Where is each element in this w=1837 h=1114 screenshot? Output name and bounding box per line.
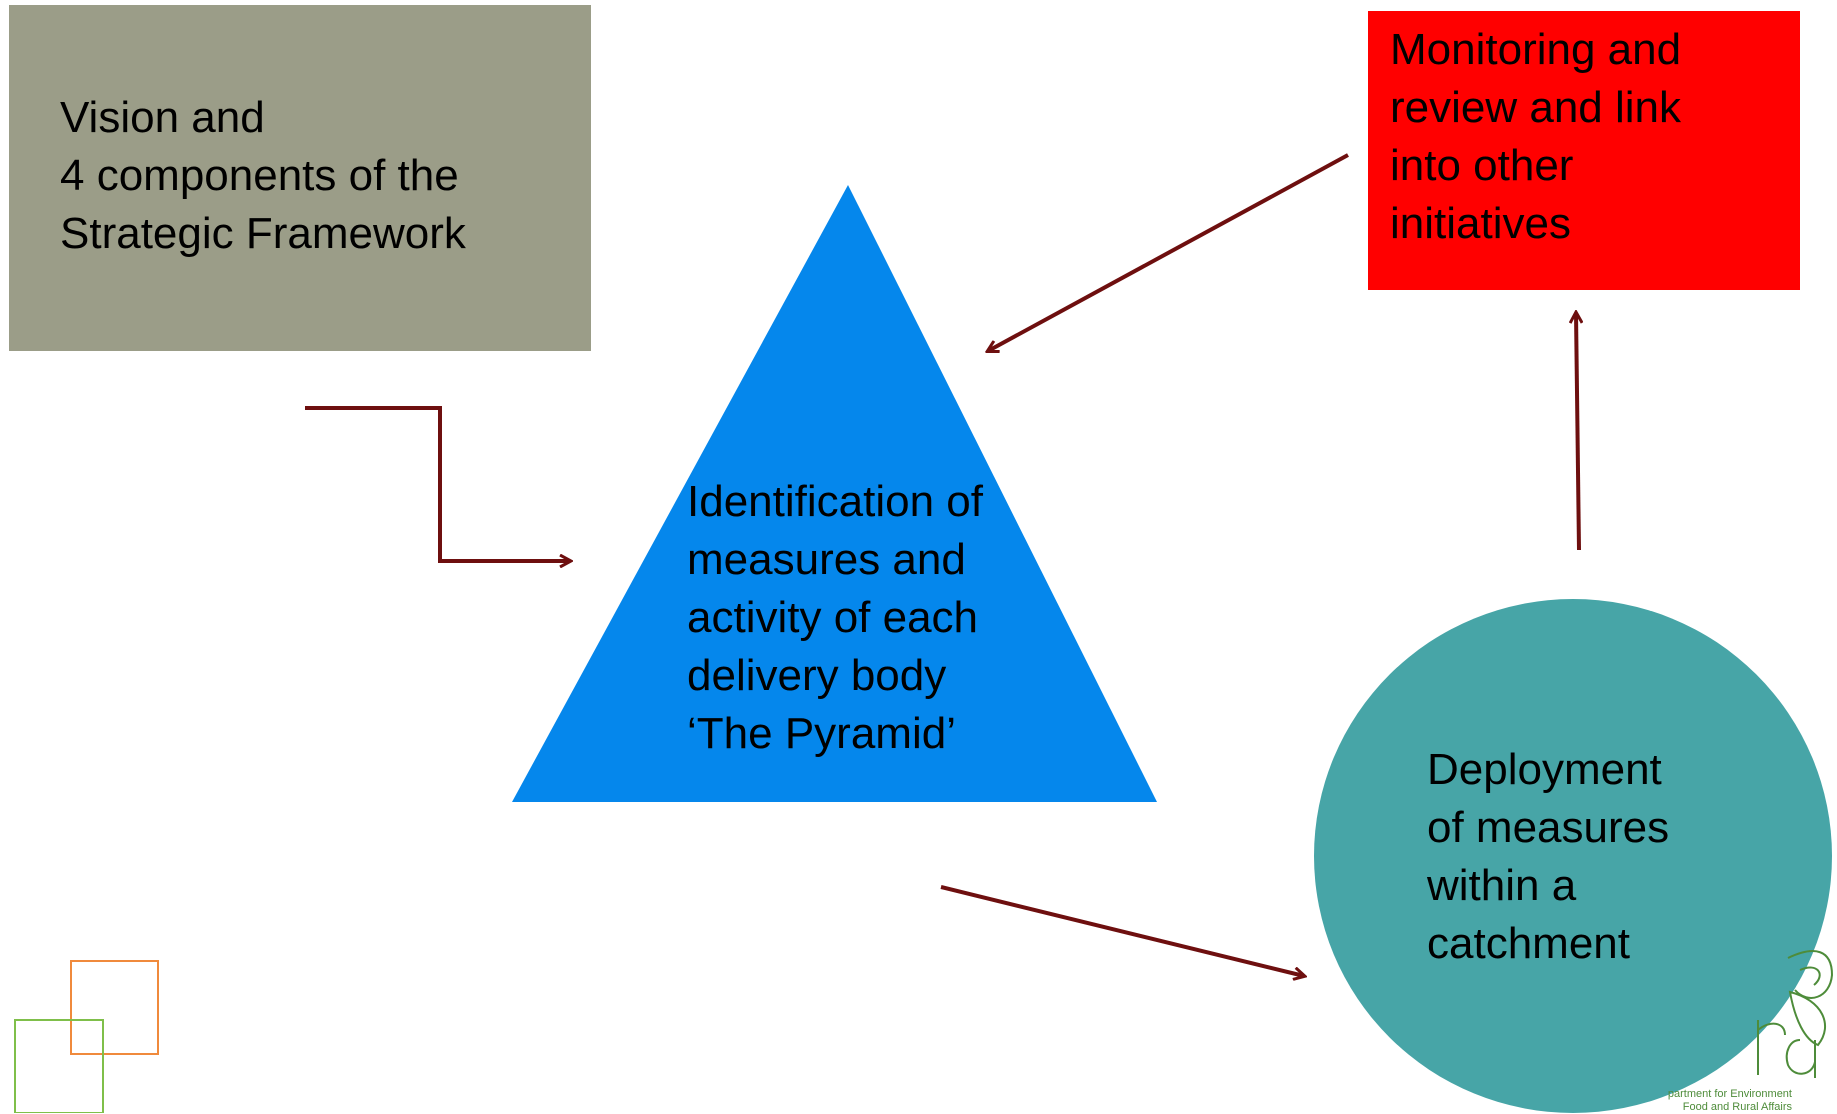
monitoring-box [1368, 11, 1800, 290]
deployment-circle [1314, 599, 1832, 1113]
arrow-pyramid-to-deployment [940, 885, 1304, 976]
decorative-orange-square [70, 960, 159, 1055]
decorative-green-square [14, 1019, 104, 1113]
deployment-circle-label: Deployment of measures within a catchmen… [1427, 745, 1670, 968]
arrow-deployment-to-monitoring [1576, 313, 1579, 551]
arrow-monitoring-to-pyramid [988, 153, 1349, 351]
arrow-vision-to-pyramid [305, 406, 570, 561]
monitoring-box-label: Monitoring and review and link into othe… [1390, 25, 1682, 248]
pyramid-label: Identification of measures and activity … [687, 477, 983, 758]
defra-logo-text: partment for Environment Food and Rural … [1667, 1088, 1792, 1113]
pyramid-triangle [512, 185, 1157, 802]
vision-box-label: Vision and 4 components of the Strategic… [60, 93, 466, 258]
vision-box [9, 5, 591, 351]
defra-logo-mark [1757, 950, 1834, 1078]
